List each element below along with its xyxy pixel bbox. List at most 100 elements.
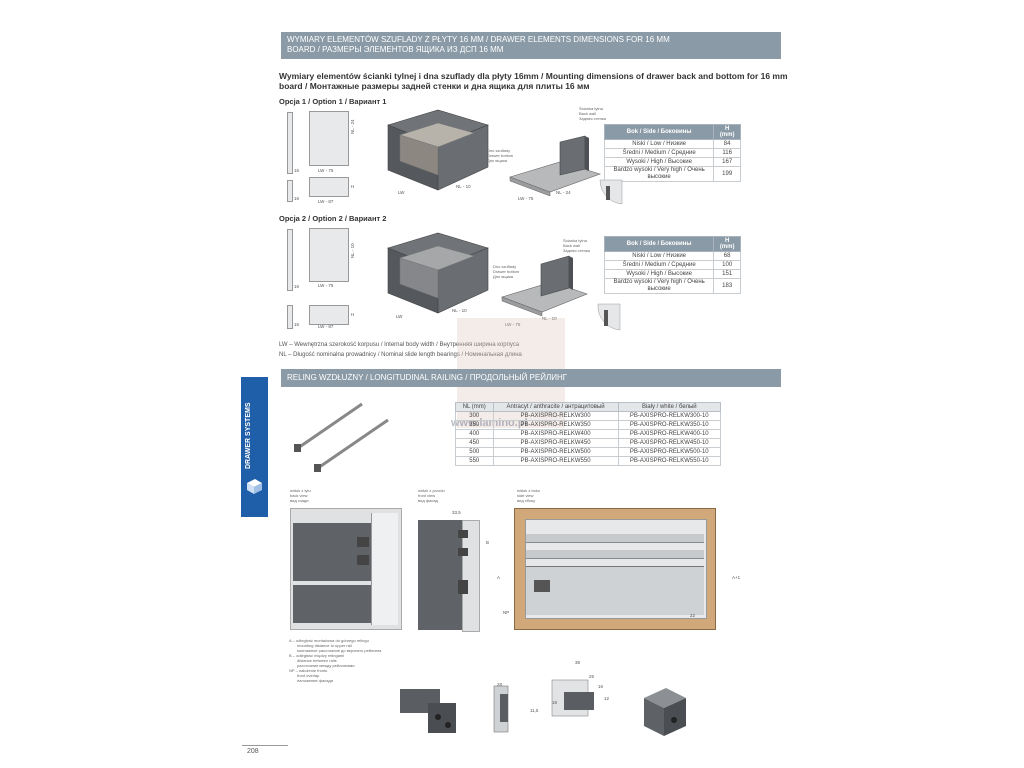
bracket-dim-28: 28	[497, 682, 503, 687]
note-key: A	[289, 638, 292, 643]
note-b: B – odległość między relingami distance …	[289, 653, 409, 668]
bottom-label-ru: Дно ящика	[493, 274, 514, 279]
front-view-clip-1	[458, 530, 468, 538]
table-row: Bardzo wysoki / Very high / Очень высоки…	[603, 278, 741, 294]
mounting-title-line-2: board / Монтажные размеры задней стенки …	[279, 81, 590, 91]
side-dim-a1: A+1	[732, 575, 741, 580]
header-line-1: WYMIARY ELEMENTÓW SZUFLADY Z PŁYTY 16 MM…	[287, 35, 670, 44]
option1-dim-lw87: LW - 87	[318, 199, 334, 204]
option1-corner-detail	[599, 179, 623, 205]
option2-side-board	[287, 229, 293, 291]
table-header-side: Bok / Side / Боковины	[603, 124, 715, 140]
note-ru: наложение фасада	[297, 678, 333, 683]
option2-dim-lw87: LW - 87	[318, 324, 334, 329]
bracket-side-detail	[493, 685, 509, 733]
bottom-label-ru: Дно ящика	[487, 158, 508, 163]
note-en: front overlap	[297, 673, 320, 678]
table-cell: Bardzo wysoki / Very high / Очень высоки…	[603, 166, 715, 182]
note-a: A – odległość montażowa do górnego relin…	[289, 638, 409, 653]
front-view-body	[418, 520, 462, 630]
table-cell: 116	[713, 148, 741, 158]
table-header-h: H (mm)	[713, 124, 741, 140]
option1-label: Opcja 1 / Option 1 / Вариант 1	[279, 97, 387, 106]
table-cell: PB-AXISPRO-RELKW450-10	[617, 438, 722, 448]
option2-height-table: Bok / Side / Боковины H (mm) Niski / Low…	[603, 236, 741, 294]
mounting-title-line-1: Wymiary elementów ścianki tylnej i dna s…	[279, 71, 788, 81]
note-pl: – odległość montażowa do górnego relingu	[292, 638, 369, 643]
table-cell: PB-AXISPRO-RELKW550	[492, 456, 619, 466]
side-view-pl: widok z boku	[517, 488, 541, 493]
bracket-top-detail	[551, 679, 594, 717]
railing-illustration	[294, 402, 389, 472]
option1-bottom-panel	[309, 177, 349, 197]
table-header-h: H (mm)	[713, 236, 741, 252]
front-view-en: front view	[418, 493, 436, 498]
backwall-label-en: Back wall	[579, 111, 596, 116]
table-cell: PB-AXISPRO-RELKW500-10	[617, 447, 722, 457]
note-np: NP – nałożenie frontu front overlap нало…	[289, 668, 409, 683]
back-view-lower	[293, 585, 373, 623]
note-en: distance between rails	[297, 658, 337, 663]
rail-header-nl: NL (mm)	[455, 402, 494, 412]
rail-header-anthracite: Antracyt / anthracite / антрацитовый	[492, 402, 619, 412]
rail-header-white: Biały / white / белый	[617, 402, 722, 412]
table-cell: PB-AXISPRO-RELKW350	[492, 420, 619, 430]
front-dim-np: NP	[503, 610, 510, 615]
side-view-clip	[534, 580, 550, 592]
option1-dim-16a: 16	[294, 168, 300, 173]
table-cell: Średni / Medium / Средние	[603, 148, 715, 158]
note-key: NP	[289, 668, 295, 673]
back-view-clip-1	[357, 537, 369, 547]
table-cell: 167	[713, 157, 741, 167]
side-view-en: side view	[517, 493, 534, 498]
back-view-clip-2	[357, 555, 369, 565]
option1-height-table: Bok / Side / Боковины H (mm) Niski / Low…	[603, 124, 741, 182]
table-cell: 350	[455, 420, 494, 430]
option2-bottom-panel	[309, 305, 349, 325]
bracket-dim-38: 38	[575, 660, 581, 665]
bottom-label-en: Drawer bottom	[493, 269, 520, 274]
table-cell: PB-AXISPRO-RELKW350-10	[617, 420, 722, 430]
front-dim-33: 33,5	[452, 510, 461, 515]
option1-back-panel	[309, 111, 349, 166]
table-cell: Niski / Low / Низкие	[603, 251, 715, 261]
option1-table-header: Bok / Side / Боковины H (mm)	[603, 124, 741, 140]
table-header-side: Bok / Side / Боковины	[603, 236, 715, 252]
page-number: 208	[247, 748, 259, 755]
note-pl: – nałożenie frontu	[295, 668, 328, 673]
option2-backwall-label: Ścianka tylna Back wall Задняя стенка	[563, 238, 590, 253]
option1-dim-lw: LW	[398, 190, 405, 195]
side-view-panel	[514, 508, 716, 630]
side-view-label: widok z boku side view вид сбоку	[517, 488, 540, 503]
bracket-dim-12: 12	[604, 696, 610, 701]
side-view-inner	[525, 519, 707, 619]
table-cell: 400	[455, 429, 494, 439]
table-cell: 300	[455, 411, 494, 421]
legend-lw: LW – Wewnętrzna szerokość korpusu / Inte…	[279, 342, 520, 348]
option1-dim-lw75b: LW - 75	[518, 196, 534, 201]
bracket-front-detail	[400, 689, 456, 733]
bracket-dim-115: 11,5	[530, 708, 539, 713]
mounting-title: Wymiary elementów ścianki tylnej i dna s…	[279, 71, 789, 91]
side-view-ru: вид сбоку	[517, 498, 536, 503]
front-view-panel	[418, 520, 480, 632]
table-cell: 100	[713, 260, 741, 270]
table-cell: 550	[455, 456, 494, 466]
option1-bottom-label: Dno szuflady Drawer bottom Дно ящика	[487, 148, 513, 163]
backwall-label-en: Back wall	[563, 243, 580, 248]
table-cell: 500	[455, 447, 494, 457]
option2-dim-16a: 16	[294, 284, 300, 289]
option2-table-header: Bok / Side / Боковины H (mm)	[603, 236, 741, 252]
front-view-clip-2	[458, 548, 468, 556]
bracket-dim-16: 16	[598, 684, 604, 689]
side-view-drawer	[526, 566, 704, 615]
option2-drawer-illustration	[387, 232, 489, 314]
note-key: B	[289, 653, 292, 658]
